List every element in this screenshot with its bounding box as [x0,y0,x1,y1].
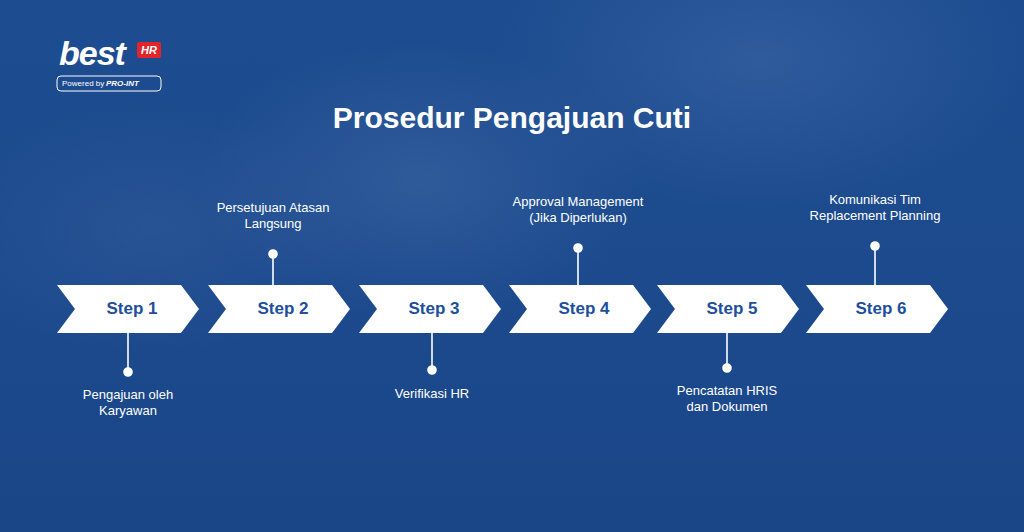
leader-dot [723,364,731,372]
chevron-fill [208,285,350,333]
leader-dot [428,366,436,374]
step-chevron: Step 1 [57,285,199,333]
leader-dot [871,242,879,250]
step-callout: Persetujuan Atasan Langsung [198,200,348,232]
step-callout: Pengajuan oleh Karyawan [69,387,187,419]
leader-line [272,256,274,286]
leader-dot [124,368,132,376]
leader-line [726,332,728,366]
logo-text: best [59,34,139,72]
logo-frame [57,76,161,91]
step-label: Step 6 [806,285,948,333]
step-chevron: Step 6 [806,285,948,333]
logo-badge-text: HR [137,42,161,58]
leader-line [577,250,579,286]
chevron-fill [509,285,651,333]
leader-line [127,332,129,370]
step-label: Step 2 [208,285,350,333]
logo-brand: PRO-INT [106,78,158,89]
leader-line [874,248,876,286]
step-callout: Pencatatan HRIS dan Dokumen [670,383,784,415]
step-callout: Approval Management (Jika Diperlukan) [501,194,655,226]
chevron-fill [806,285,948,333]
diagram-title: Prosedur Pengajuan Cuti [0,101,1024,135]
leader-line [431,332,433,368]
chevron-fill [359,285,501,333]
step-callout: Komunikasi Tim Replacement Planning [800,192,950,224]
chevron-fill [657,285,799,333]
leader-dot [574,244,582,252]
step-label: Step 5 [657,285,799,333]
step-chevron: Step 4 [509,285,651,333]
step-callout: Verifikasi HR [367,386,497,402]
leader-dot [269,250,277,258]
chevron-fill [57,285,199,333]
step-label: Step 3 [359,285,501,333]
step-chevron: Step 5 [657,285,799,333]
step-label: Step 4 [509,285,651,333]
step-chevron: Step 3 [359,285,501,333]
step-label: Step 1 [57,285,199,333]
step-chevron: Step 2 [208,285,350,333]
logo-badge [137,42,161,58]
logo-powered: Powered by [62,78,108,89]
